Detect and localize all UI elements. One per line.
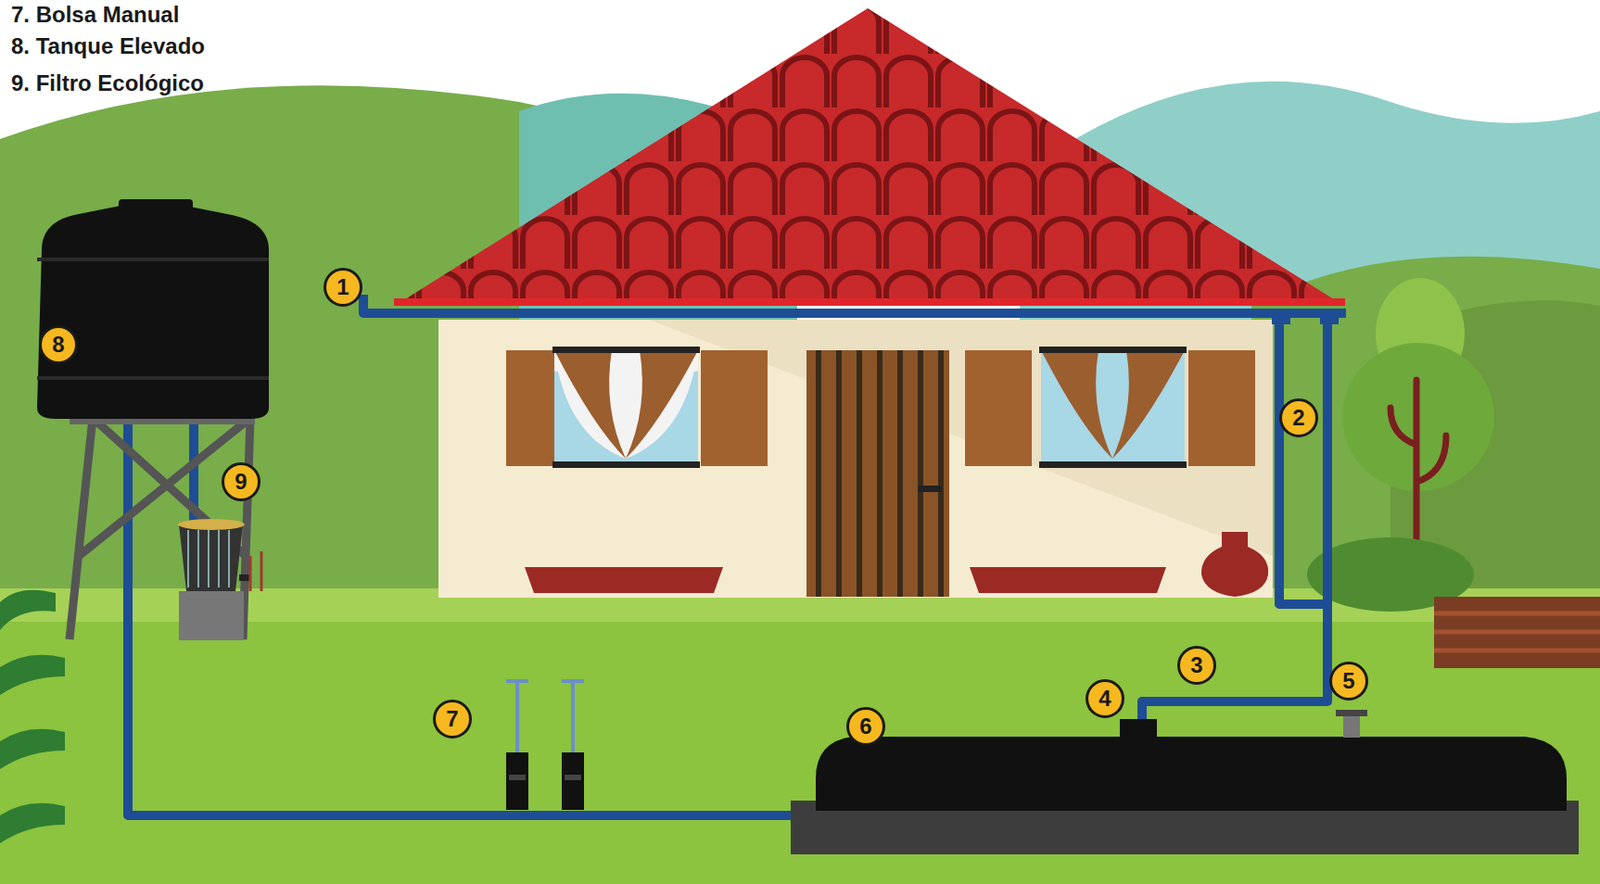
callout-number: 6	[846, 707, 886, 747]
callout-number: 3	[1177, 646, 1217, 686]
jar	[1201, 532, 1269, 597]
legend-item: 8. Tanque Elevado	[11, 33, 205, 61]
callout-number: 8	[38, 325, 78, 365]
planter	[969, 567, 1167, 594]
window	[965, 346, 1256, 469]
callout-number: 2	[1279, 398, 1319, 438]
manual-pump	[506, 681, 585, 811]
ground	[0, 588, 1600, 884]
callout-number: 1	[323, 267, 363, 307]
legend-item: 7. Bolsa Manual	[11, 1, 179, 29]
garden-bed	[1434, 596, 1600, 669]
storage-tank	[790, 710, 1579, 855]
legend-item: 9. Filtro Ecológico	[11, 70, 204, 98]
roof	[397, 8, 1342, 305]
door	[806, 350, 950, 597]
house-wall	[438, 319, 1273, 598]
callout-number: 7	[432, 699, 472, 739]
ecological-filter	[177, 519, 262, 641]
window	[506, 346, 768, 469]
callout-number: 4	[1085, 679, 1125, 719]
tree	[1307, 278, 1495, 612]
leaves	[0, 590, 65, 844]
elevated-tank	[37, 199, 269, 640]
planter	[524, 567, 724, 594]
callout-number: 9	[221, 462, 261, 502]
callout-number: 5	[1329, 661, 1369, 701]
